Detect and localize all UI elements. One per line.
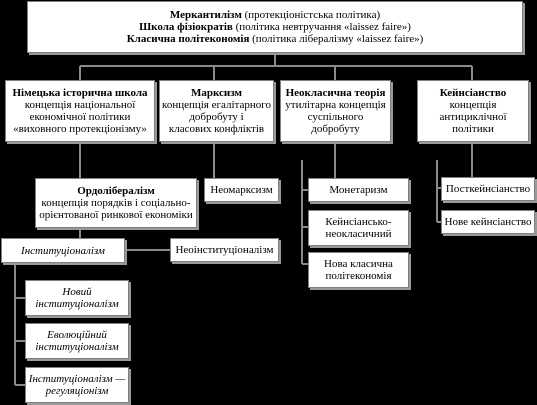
regulationism-line-2: регуляціонізм [45,385,109,397]
keynesianism-box: Кейнсіанство концепція антициклічної пол… [417,80,529,142]
ordoliberalism-desc-1: концепція порядків і соціально- [41,197,191,209]
top-line-classical: Класична політекономія (політика ліберал… [126,33,424,45]
keynesianism-desc-3: політики [452,123,494,135]
monetarism-box: Монетаризм [308,178,409,202]
neoinstitutionalism-label: Неоінституціоналізм [175,244,274,256]
neoclassical-theory-title: Неокласична теорія [285,87,386,99]
neoinstitutionalism-box: Неоінституціоналізм [170,238,279,262]
top-box: Меркантилізм (протекціоністська політика… [27,1,523,53]
historical-school-desc-2: економічної політики [29,111,131,123]
new-institutionalism-line-1: Новий [62,286,92,298]
ordoliberalism-title: Ордолібералізм [77,185,155,197]
monetarism-label: Монетаризм [329,184,388,196]
keynesian-neoclassical-line-2: неокласичний [325,228,392,240]
post-keynesianism-label: Посткейнсіанство [445,183,531,195]
historical-school-box: Німецька історична школа концепція націо… [5,80,155,142]
regulationism-line-1: Інституціоналізм — [28,373,126,385]
new-institutionalism-line-2: інституціоналізм [35,298,119,310]
historical-school-desc-1: концепція національної [24,99,136,111]
new-institutionalism-box: Новий інституціоналізм [25,280,129,316]
new-keynesianism-box: Нове кейнсіанство [441,210,535,234]
new-keynesianism-label: Нове кейнсіанство [444,216,532,228]
keynesianism-title: Кейнсіанство [439,87,507,99]
evolutionary-institutionalism-line-2: інституціоналізм [35,341,119,353]
neomarxism-box: Неомарксизм [204,178,279,202]
keynesianism-desc-1: концепція [449,99,497,111]
new-classical-economy-line-2: політекономія [325,270,392,282]
neomarxism-label: Неомарксизм [210,184,273,196]
ordoliberalism-box: Ордолібералізм концепція порядків і соці… [35,178,197,228]
new-classical-economy-box: Нова класична політекономія [308,252,409,288]
keynesian-neoclassical-box: Кейнсіансько- неокласичний [308,210,409,246]
neoclassical-theory-desc-3: добробуту [311,123,360,135]
keynesian-neoclassical-line-1: Кейнсіансько- [325,216,392,228]
neoclassical-theory-box: Неокласична теорія утилітарна концепція … [280,80,391,142]
neoclassical-theory-desc-2: суспільного [307,111,364,123]
marxism-desc-3: класових конфліктів [168,123,265,135]
evolutionary-institutionalism-line-1: Еволюційний [47,329,107,341]
marxism-box: Марксизм концепція егалітарного добробут… [159,80,274,142]
top-line-mercantilism: Меркантилізм (протекціоністська політика… [169,9,381,21]
historical-school-desc-3: «виховного протекціонізму» [13,123,147,135]
new-classical-economy-line-1: Нова класична [324,258,393,270]
regulationism-box: Інституціоналізм — регуляціонізм [25,367,129,403]
evolutionary-institutionalism-box: Еволюційний інституціоналізм [25,323,129,359]
post-keynesianism-box: Посткейнсіанство [441,177,535,201]
top-line-physiocrats: Школа фізіократів (політика невтручання … [139,21,411,33]
neoclassical-theory-desc-1: утилітарна концепція [285,99,386,111]
institutionalism-box: Інституціоналізм [1,238,125,263]
marxism-desc-1: концепція егалітарного [162,99,271,111]
marxism-desc-2: добробуту і [189,111,244,123]
ordoliberalism-desc-2: орієнтованої ринкової економіки [39,209,193,221]
institutionalism-label: Інституціоналізм [21,244,105,257]
keynesianism-desc-2: антициклічної [439,111,507,123]
marxism-title: Марксизм [190,87,243,99]
historical-school-title: Німецька історична школа [12,87,148,99]
